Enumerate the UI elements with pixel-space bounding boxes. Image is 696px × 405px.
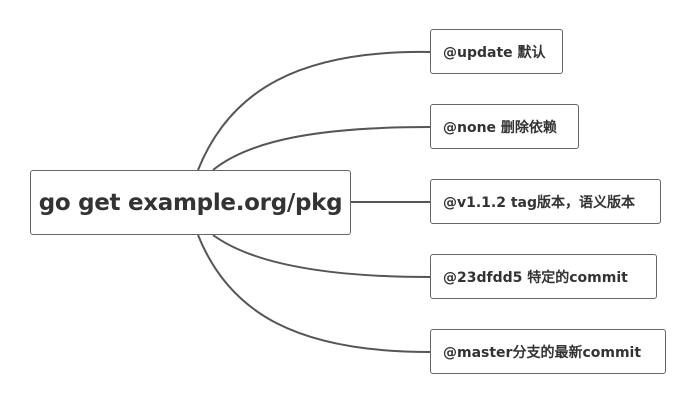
connector-to-update bbox=[197, 50, 431, 171]
child-node-tag-version[interactable]: @v1.1.2 tag版本，语义版本 bbox=[430, 179, 661, 224]
connector-to-master bbox=[197, 234, 431, 353]
connector-to-commit bbox=[212, 234, 431, 278]
child-node-update[interactable]: @update 默认 bbox=[430, 29, 563, 74]
root-node[interactable]: go get example.org/pkg bbox=[30, 170, 351, 235]
child-node-master[interactable]: @master分支的最新commit bbox=[430, 329, 666, 374]
child-node-commit[interactable]: @23dfdd5 特定的commit bbox=[430, 254, 657, 299]
connector-to-none bbox=[212, 126, 431, 171]
child-node-none[interactable]: @none 删除依赖 bbox=[430, 104, 579, 149]
